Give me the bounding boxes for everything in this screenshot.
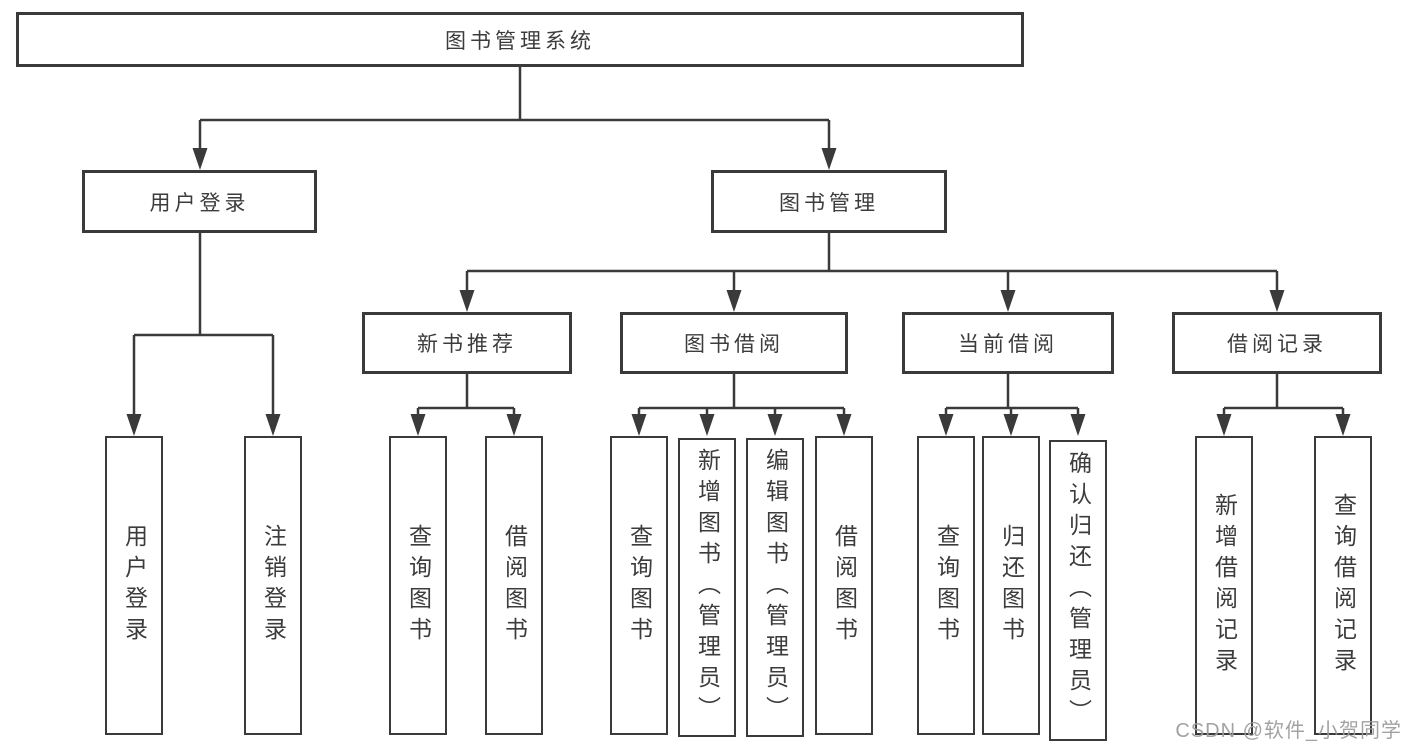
- leaf-edit-books-admin: 编辑图书（管理员）: [746, 438, 804, 737]
- node-label: 借阅记录: [1227, 333, 1327, 356]
- node-current-borrowing: 当前借阅: [902, 312, 1114, 374]
- node-label: 当前借阅: [958, 333, 1058, 356]
- node-label: 用户登录: [149, 191, 250, 215]
- leaf-add-borrow-record: 新增借阅记录: [1195, 436, 1253, 735]
- leaf-query-books-recommend: 查询图书: [389, 436, 447, 735]
- node-user-login: 用户登录: [82, 170, 317, 233]
- node-label: 编辑图书（管理员）: [762, 448, 789, 727]
- leaf-user-login: 用户登录: [105, 436, 163, 735]
- node-label: 新增借阅记录: [1211, 492, 1238, 679]
- node-label: 注销登录: [260, 523, 287, 648]
- leaf-logout: 注销登录: [244, 436, 302, 735]
- leaf-confirm-return-admin: 确认归还（管理员）: [1049, 440, 1107, 741]
- leaf-query-borrow-record: 查询借阅记录: [1314, 436, 1372, 735]
- node-label: 新书推荐: [417, 333, 517, 356]
- node-library-management-system: 图书管理系统: [16, 12, 1024, 67]
- node-label: 查询借阅记录: [1330, 492, 1357, 679]
- leaf-query-books-current: 查询图书: [917, 436, 975, 735]
- node-label: 用户登录: [121, 523, 148, 648]
- node-label: 查询图书: [933, 523, 960, 648]
- leaf-return-books: 归还图书: [982, 436, 1040, 735]
- node-label: 图书借阅: [684, 333, 784, 356]
- csdn-watermark: CSDN @软件_小贺同学: [1175, 720, 1402, 742]
- node-label: 查询图书: [626, 523, 653, 648]
- node-label: 借阅图书: [831, 523, 858, 648]
- node-label: 借阅图书: [501, 523, 528, 648]
- node-new-book-recommendation: 新书推荐: [362, 312, 572, 374]
- leaf-query-books-borrowing: 查询图书: [610, 436, 668, 735]
- node-label: 查询图书: [405, 523, 432, 648]
- leaf-add-books-admin: 新增图书（管理员）: [678, 438, 736, 737]
- node-label: 图书管理系统: [445, 29, 595, 53]
- node-borrowing-records: 借阅记录: [1172, 312, 1382, 374]
- leaf-borrow-books-recommend: 借阅图书: [485, 436, 543, 735]
- arrow-down-icons: [126, 148, 1351, 436]
- node-label: 确认归还（管理员）: [1065, 451, 1092, 730]
- node-label: 新增图书（管理员）: [694, 448, 721, 727]
- node-label: 图书管理: [779, 191, 879, 215]
- node-book-management: 图书管理: [711, 170, 947, 233]
- node-book-borrowing: 图书借阅: [620, 312, 848, 374]
- node-label: 归还图书: [998, 523, 1025, 648]
- leaf-borrow-books-borrowing: 借阅图书: [815, 436, 873, 735]
